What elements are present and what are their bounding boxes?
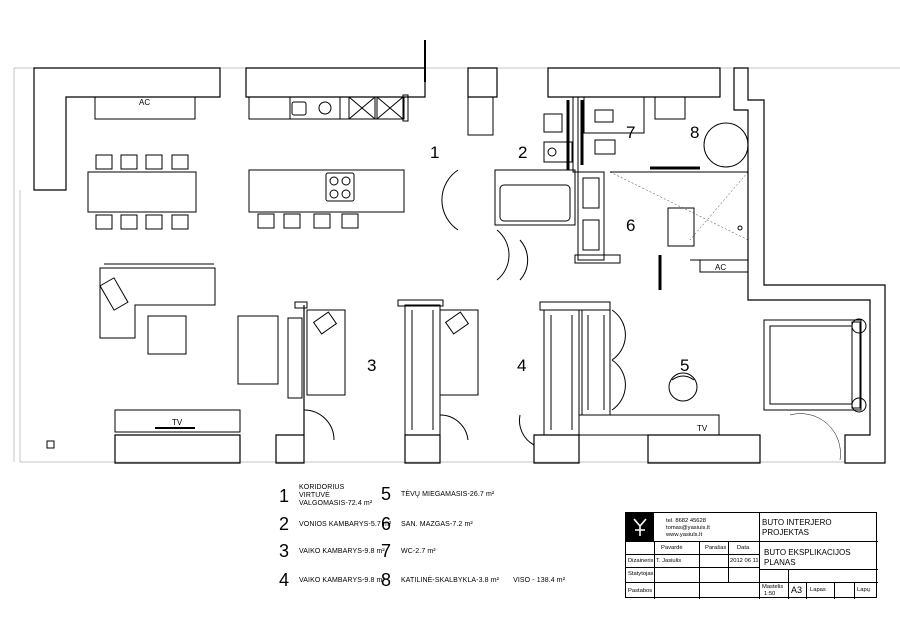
room-number: 7 bbox=[626, 123, 635, 142]
ac-unit-right bbox=[699, 259, 749, 273]
legend-number: 3 bbox=[279, 541, 290, 561]
ac-unit-top bbox=[94, 96, 196, 120]
dining-table bbox=[87, 154, 197, 230]
legend-text: KATILINĖ-SKALBYKLA-3.8 m² bbox=[401, 577, 500, 584]
scale-label: Mastelis bbox=[762, 584, 784, 590]
row-designer: Dizaineris bbox=[628, 558, 654, 564]
title-block: tel. 8682 45628 tomas@yasiuis.lt www.yas… bbox=[625, 512, 878, 599]
legend-item: 3 VAIKO KAMBARYS-9.8 m² bbox=[279, 541, 385, 562]
ac-label-right: AC bbox=[715, 263, 726, 272]
room-number: 8 bbox=[690, 123, 699, 142]
sheet-label: Lapas bbox=[810, 587, 826, 593]
col-surname: Pavardė bbox=[661, 545, 683, 551]
legend-number: 2 bbox=[279, 514, 290, 534]
room-number: 1 bbox=[430, 143, 439, 162]
room-number: 2 bbox=[518, 143, 527, 162]
legend-number: 8 bbox=[381, 570, 392, 590]
room-number: 6 bbox=[626, 216, 635, 235]
logo-mark-icon bbox=[633, 518, 647, 536]
legend-text: VAIKO KAMBARYS-9.8 m² bbox=[299, 548, 385, 555]
project-title-line: PROJEKTAS bbox=[762, 528, 809, 537]
contact-email: tomas@yasiuis.lt bbox=[666, 525, 710, 531]
contact-phone: tel. 8682 45628 bbox=[666, 518, 706, 524]
legend-text: TĖVŲ MIEGAMASIS-26.7 m² bbox=[401, 491, 495, 498]
company-logo bbox=[626, 513, 654, 541]
legend-item: 7 WC-2.7 m² bbox=[381, 541, 436, 562]
project-title: BUTO INTERJERO PROJEKTAS bbox=[762, 518, 832, 538]
child-room-3 bbox=[237, 301, 346, 441]
row-builder: Statytojas bbox=[628, 571, 654, 577]
tv-label-right: TV bbox=[697, 424, 708, 433]
legend-item: 2 VONIOS KAMBARYS-5.7 m² bbox=[279, 514, 391, 535]
wc-room bbox=[580, 96, 645, 165]
legend-number: 1 bbox=[279, 485, 290, 506]
room-number: 5 bbox=[680, 356, 689, 375]
col-date: Data bbox=[737, 545, 750, 551]
legend-text: VALGOMASIS-72.4 m² bbox=[299, 500, 373, 507]
legend-text: VIRTUVĖ bbox=[299, 492, 330, 499]
legend-number: 7 bbox=[381, 541, 392, 561]
legend-text: KORIDORIUS bbox=[299, 484, 345, 491]
scale-value: 1:50 bbox=[764, 591, 776, 597]
row-changes: Pastabos bbox=[628, 588, 653, 594]
sheet-title: BUTO EKSPLIKACIJOS PLANAS bbox=[764, 548, 851, 568]
tv-label-left: TV bbox=[172, 418, 183, 427]
legend-item: 5 TĖVŲ MIEGAMASIS-26.7 m² bbox=[381, 484, 494, 505]
sheets-label: Lapų bbox=[857, 587, 870, 593]
legend-number: 5 bbox=[381, 484, 392, 504]
legend-number: 6 bbox=[381, 514, 392, 534]
bathroom bbox=[441, 96, 579, 281]
total-area: VISO - 138.4 m² bbox=[513, 577, 566, 584]
exterior-walls bbox=[33, 67, 886, 464]
legend-item: 4 VAIKO KAMBARYS-9.8 m² bbox=[279, 570, 385, 591]
ac-label-top: AC bbox=[139, 98, 150, 107]
project-title-line: BUTO INTERJERO bbox=[762, 518, 832, 527]
wardrobe-4-5 bbox=[519, 301, 626, 446]
kitchen-island bbox=[248, 169, 405, 229]
wardrobe-3-4 bbox=[397, 299, 479, 441]
room-number: 4 bbox=[517, 356, 526, 375]
designer-name: T. Jasiulis bbox=[656, 558, 682, 564]
sheet-title-line: PLANAS bbox=[764, 558, 796, 567]
legend-text: VONIOS KAMBARYS-5.7 m² bbox=[299, 521, 392, 528]
tv-cabinet-left bbox=[114, 409, 241, 433]
boiler-room bbox=[650, 96, 749, 170]
col-signature: Parašas bbox=[705, 545, 727, 551]
legend-item: 6 SAN. MAZGAS-7.2 m² bbox=[381, 514, 473, 535]
legend-text: VAIKO KAMBARYS-9.8 m² bbox=[299, 577, 385, 584]
room-number: 3 bbox=[367, 356, 376, 375]
legend-item: 1 KORIDORIUS VIRTUVĖ VALGOMASIS-72.4 m² bbox=[279, 484, 372, 508]
double-bed bbox=[763, 319, 862, 411]
sofa bbox=[99, 263, 216, 355]
legend-text: WC-2.7 m² bbox=[401, 548, 436, 555]
legend-number: 4 bbox=[279, 570, 290, 590]
paper-format: A3 bbox=[791, 585, 803, 595]
room-labels: 1 2 3 4 5 6 7 8 bbox=[367, 123, 699, 375]
sheet-title-line: BUTO EKSPLIKACIJOS bbox=[764, 548, 851, 557]
designer-date: 2012 06 11 bbox=[730, 558, 759, 564]
legend-item: 8 KATILINĖ-SKALBYKLA-3.8 m² VISO - 138.4… bbox=[381, 570, 565, 591]
master-bedroom bbox=[578, 318, 867, 461]
washroom bbox=[574, 171, 749, 290]
contact-web: www.yasiuls.lt bbox=[666, 532, 703, 538]
legend-text: SAN. MAZGAS-7.2 m² bbox=[401, 521, 473, 528]
